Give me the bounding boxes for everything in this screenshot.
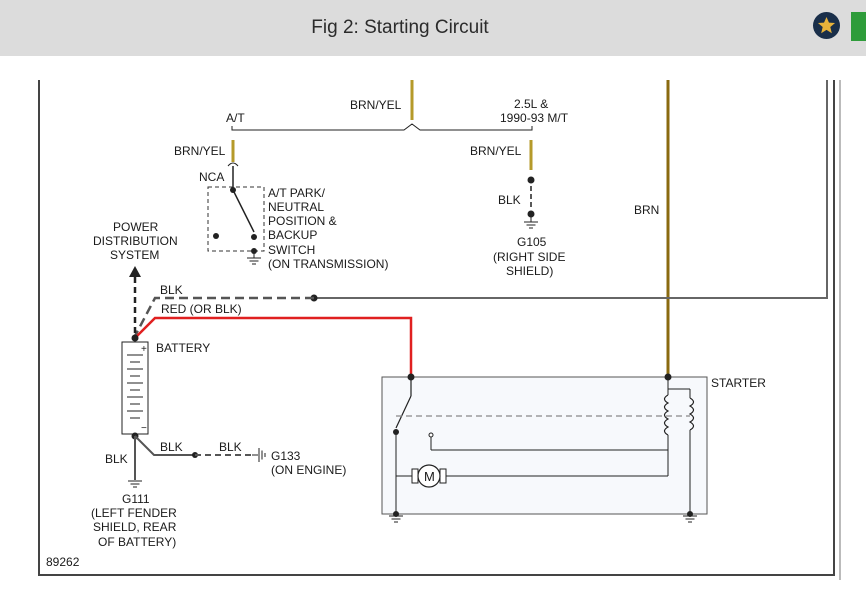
starter-box xyxy=(381,373,708,523)
at-switch-branch xyxy=(207,140,265,265)
nca-label: NCA xyxy=(199,170,224,184)
mt-label-line1: 2.5L & xyxy=(514,97,548,111)
figure-id: 89262 xyxy=(46,555,80,569)
pds-label-1: POWER xyxy=(113,220,159,234)
title-bar: Fig 2: Starting Circuit xyxy=(0,0,866,56)
ground-icon xyxy=(524,221,538,229)
motor-label: M xyxy=(424,469,435,484)
blk-dashed-label: BLK xyxy=(160,283,183,297)
switch-label-4: BACKUP xyxy=(268,228,317,242)
mt-label-line2: 1990-93 M/T xyxy=(500,111,569,125)
right-wire-label: BRN/YEL xyxy=(470,144,522,158)
switch-label-5: SWITCH xyxy=(268,243,315,257)
green-action-button[interactable] xyxy=(851,12,866,41)
g105-label-3: SHIELD) xyxy=(506,264,553,278)
switch-label-1: A/T PARK/ xyxy=(268,186,326,200)
red-wire-label: RED (OR BLK) xyxy=(161,302,242,316)
top-brn-yel-wire xyxy=(231,80,533,131)
switch-label-2: NEUTRAL xyxy=(268,200,324,214)
motor-icon xyxy=(411,464,447,488)
g105-blk-label: BLK xyxy=(498,193,521,207)
g111-label-2: (LEFT FENDER xyxy=(91,506,177,520)
g133-blk-label-b: BLK xyxy=(219,440,242,454)
diagram-labels: BRN/YEL A/T 2.5L & 1990-93 M/T BRN/YEL B… xyxy=(46,97,766,569)
switch-label-3: POSITION & xyxy=(268,214,337,228)
g133-label-1: G133 xyxy=(271,449,301,463)
battery-minus: − xyxy=(141,423,147,434)
g111-blk-label: BLK xyxy=(105,452,128,466)
left-wire-label: BRN/YEL xyxy=(174,144,226,158)
ground-icon xyxy=(128,480,142,488)
g111-label-4: OF BATTERY) xyxy=(98,535,176,549)
g133-label-2: (ON ENGINE) xyxy=(271,463,346,477)
battery-label: BATTERY xyxy=(156,341,210,355)
switch-label-6: (ON TRANSMISSION) xyxy=(268,257,388,271)
page-title: Fig 2: Starting Circuit xyxy=(311,17,489,38)
g105-label-2: (RIGHT SIDE xyxy=(493,250,565,264)
g105-branch xyxy=(524,140,538,229)
top-wire-label: BRN/YEL xyxy=(350,98,402,112)
g111-label-1: G111 xyxy=(122,492,150,506)
brn-label: BRN xyxy=(634,203,659,217)
starter-label: STARTER xyxy=(711,376,766,390)
grey-blk-wire xyxy=(133,80,828,337)
battery-icon xyxy=(121,341,149,435)
pds-label-2: DISTRIBUTION xyxy=(93,234,178,248)
power-distribution-arrow xyxy=(129,266,141,335)
g133-blk-label-a: BLK xyxy=(160,440,183,454)
pds-label-3: SYSTEM xyxy=(110,248,159,262)
at-switch-box xyxy=(207,186,265,252)
at-label: A/T xyxy=(226,111,245,125)
star-icon xyxy=(817,16,836,34)
favorite-button[interactable] xyxy=(813,12,840,39)
ground-icon xyxy=(258,448,266,462)
wiring-diagram: BRN/YEL A/T 2.5L & 1990-93 M/T BRN/YEL B… xyxy=(38,80,841,580)
g111-label-3: SHIELD, REAR xyxy=(93,520,177,534)
ground-icon xyxy=(247,257,261,265)
battery-ground-wires xyxy=(128,435,266,488)
red-wire xyxy=(134,316,413,377)
battery-plus: + xyxy=(141,344,147,355)
g105-label-1: G105 xyxy=(517,235,547,249)
diagram-frame xyxy=(38,80,835,576)
